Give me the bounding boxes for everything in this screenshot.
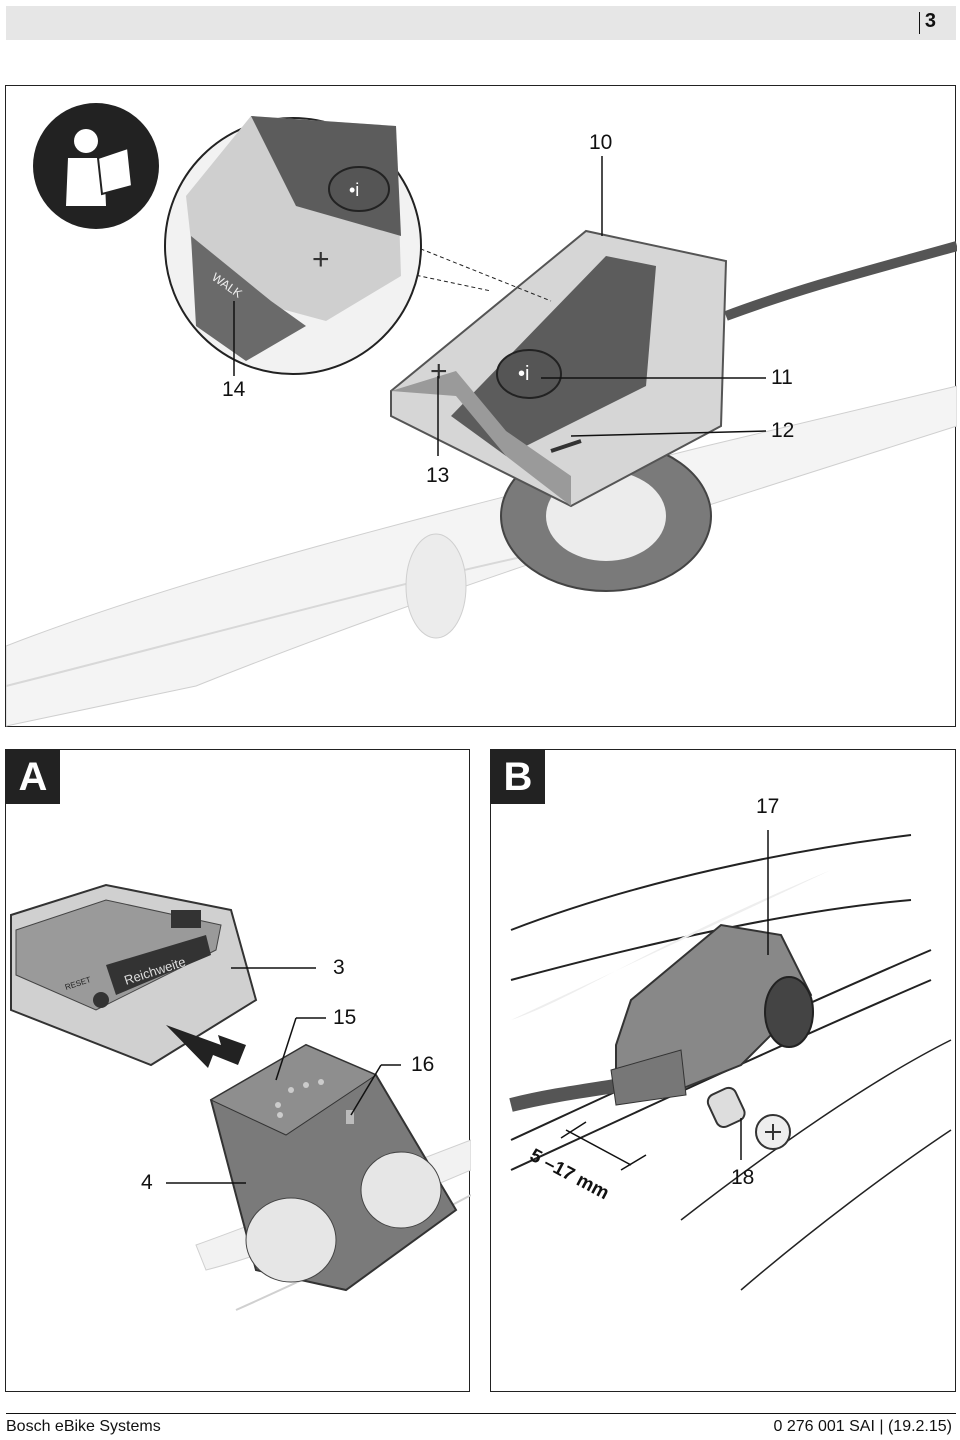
figure-top-illustration: •i + •i + WALK (6, 103, 957, 727)
info-button-icon (496, 349, 562, 399)
spoke-magnet (706, 1086, 746, 1129)
callout-10: 10 (589, 131, 613, 154)
svg-text:+: + (430, 355, 448, 388)
figure-a-illustration: Reichweite RESET (10, 883, 471, 1311)
panel-a-tag: A (6, 750, 60, 804)
callout-18: 18 (731, 1166, 755, 1189)
callout-3: 3 (333, 956, 345, 979)
page-number-separator (919, 12, 920, 34)
callout-11: 11 (771, 366, 793, 389)
footer-rule (6, 1413, 956, 1414)
power-icon (93, 992, 109, 1008)
callout-15: 15 (333, 1006, 357, 1029)
insert-arrow-icon (166, 1025, 246, 1068)
callout-14: 14 (222, 378, 246, 401)
svg-text:+: + (312, 243, 330, 276)
callout-12: 12 (771, 419, 795, 442)
callout-4: 4 (141, 1171, 153, 1194)
callout-17: 17 (756, 795, 780, 818)
figure-a-panel: A Reichweite RESET 3 15 16 4 (5, 749, 471, 1392)
callout-16: 16 (411, 1053, 435, 1076)
footer-publisher: Bosch eBike Systems (6, 1418, 161, 1435)
page-number: 3 (924, 10, 936, 32)
header-bar (6, 6, 956, 40)
svg-text:•i: •i (518, 363, 529, 385)
figure-b-illustration (509, 830, 952, 1291)
callout-13: 13 (426, 464, 450, 487)
panel-b-tag: B (491, 750, 545, 804)
footer-doc-number: 0 276 001 SAI | (19.2.15) (773, 1418, 953, 1435)
speed-sensor (615, 923, 813, 1097)
figure-top-panel: •i + •i + WALK 10 11 12 13 14 (5, 85, 957, 727)
figure-b-panel: B 17 18 5 –17 mm (490, 749, 956, 1392)
svg-text:•i: •i (349, 180, 359, 200)
